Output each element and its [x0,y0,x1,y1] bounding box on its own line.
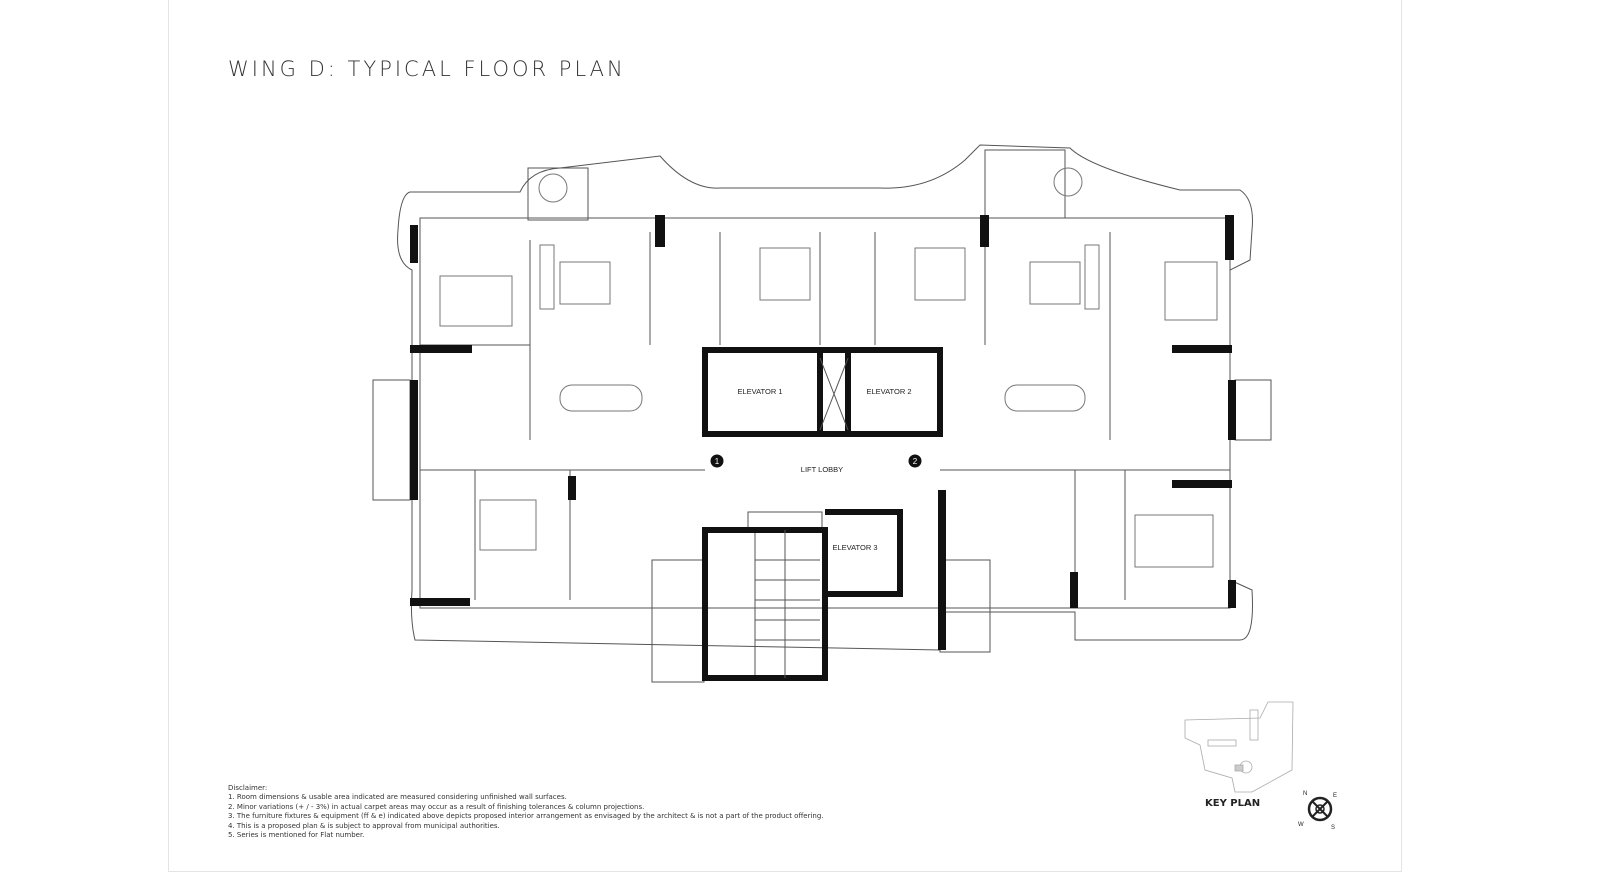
page-title: WING D: TYPICAL FLOOR PLAN [228,57,626,81]
key-plan-map [1184,701,1294,793]
elevator-2-label: ELEVATOR 2 [866,387,911,396]
disclaimer-item: 3. The furniture fixtures & equipment (f… [228,812,824,821]
elevator-1-label: ELEVATOR 1 [737,387,782,396]
elevator-3-label: ELEVATOR 3 [832,543,877,552]
stair [755,357,849,678]
disclaimer: Disclaimer: 1. Room dimensions & usable … [228,784,824,840]
flat-marker-2: 2 [908,454,922,468]
building-outline [397,144,1253,651]
core [702,347,943,681]
disclaimer-item: 2. Minor variations (+ / - 3%) in actual… [228,802,645,811]
svg-text:S: S [1331,825,1335,831]
disclaimer-item: 1. Room dimensions & usable area indicat… [228,793,567,802]
svg-text:2: 2 [913,457,918,466]
disclaimer-item: 4. This is a proposed plan & is subject … [228,821,500,830]
disclaimer-item: 5. Series is mentioned for Flat number. [228,831,365,840]
furniture [439,167,1218,568]
svg-text:1: 1 [715,457,720,466]
key-plan-label: KEY PLAN [1205,798,1261,809]
compass-icon: N E S W [1298,791,1337,831]
lift-lobby-label: LIFT LOBBY [801,465,843,474]
flat-marker-1: 1 [710,454,724,468]
svg-text:N: N [1303,791,1307,797]
svg-text:E: E [1333,793,1337,799]
disclaimer-heading: Disclaimer: [228,784,268,792]
thick-walls [410,215,1236,650]
svg-text:W: W [1298,822,1304,828]
